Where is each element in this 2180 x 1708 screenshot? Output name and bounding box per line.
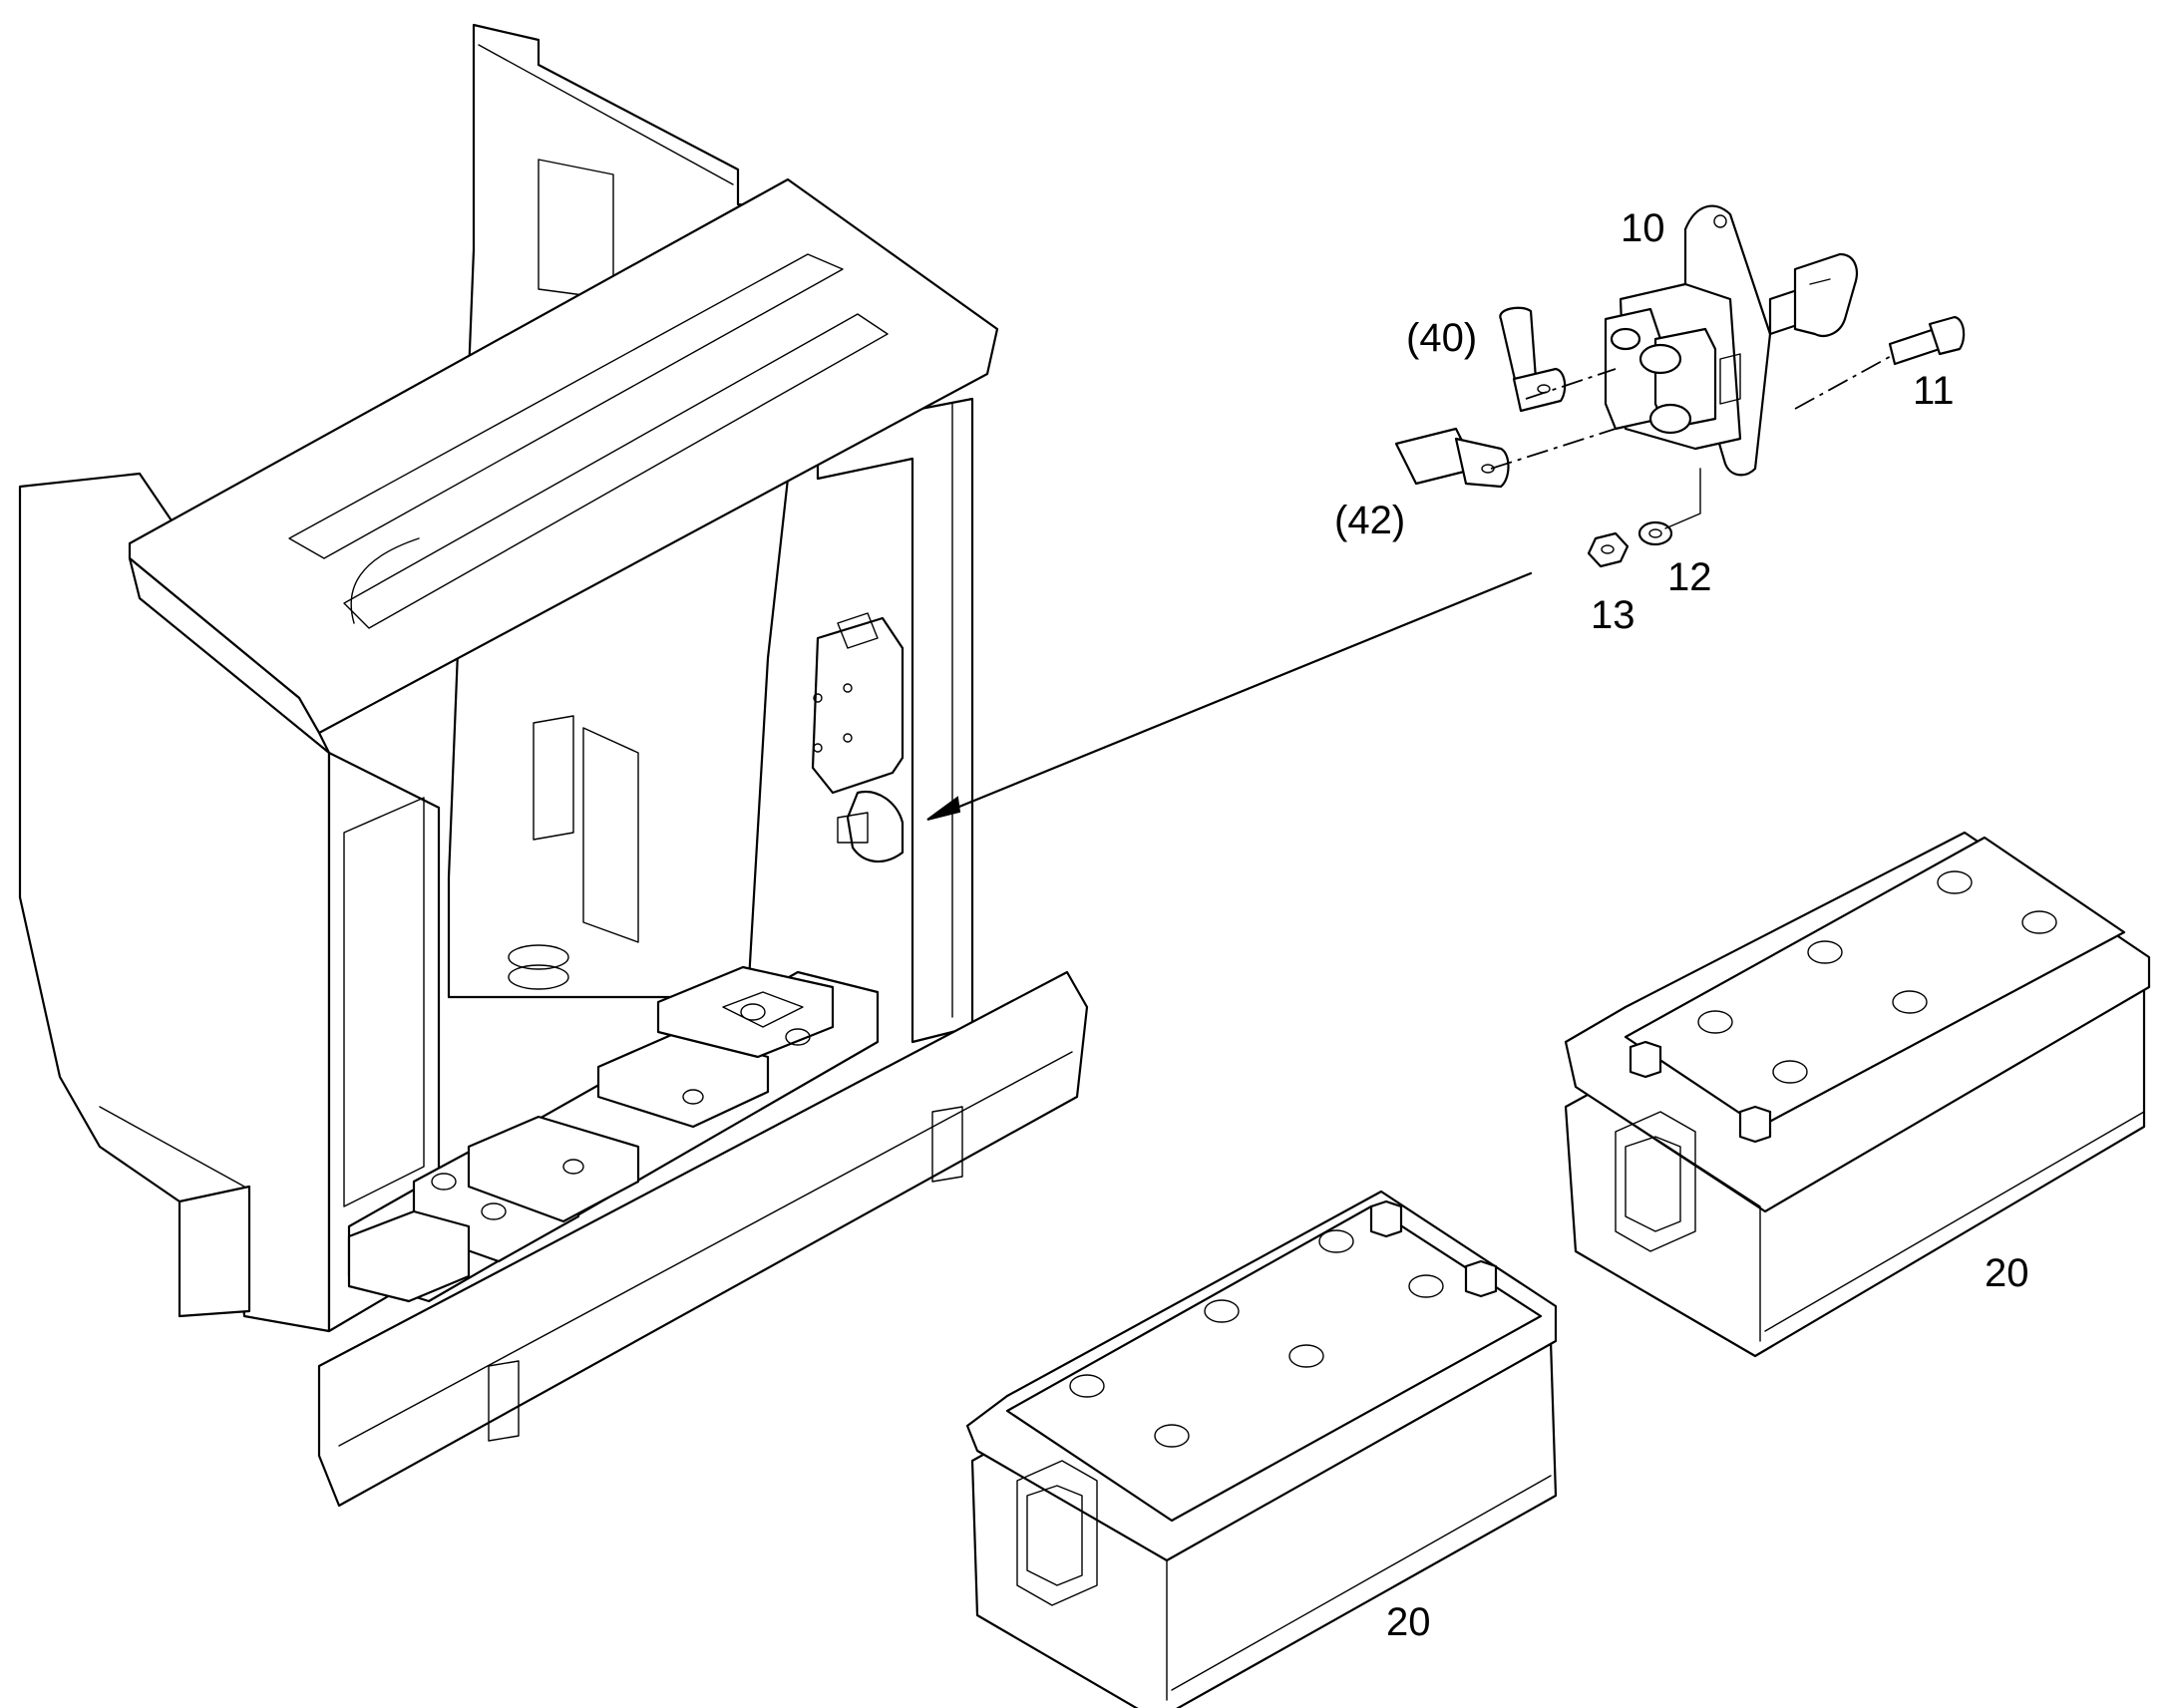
washer [1637,520,1673,546]
installed-relay-and-switch [811,612,905,863]
callout-11: 11 [1913,369,1955,413]
callout-42: (42) [1334,499,1405,542]
assembly-center-lines [1490,353,1896,529]
battery-left [965,1190,1558,1708]
cable-lug-40 [1499,306,1567,413]
callout-20-left: 20 [1386,1600,1431,1644]
installed-batteries [347,965,880,1303]
cable-lug-42 [1394,427,1510,489]
callout-12: 12 [1667,555,1712,599]
callout-20-right: 20 [1985,1251,2029,1295]
nut [1587,531,1630,568]
battery-right [1564,831,2151,1358]
screw [1888,315,1966,366]
leader-arrow [926,571,1533,821]
battery-disconnect-switch [1604,204,1858,477]
callout-10: 10 [1621,206,1665,250]
battery-compartment-frame [18,23,1089,1508]
callout-40: (40) [1406,316,1477,360]
callout-13: 13 [1591,593,1635,637]
